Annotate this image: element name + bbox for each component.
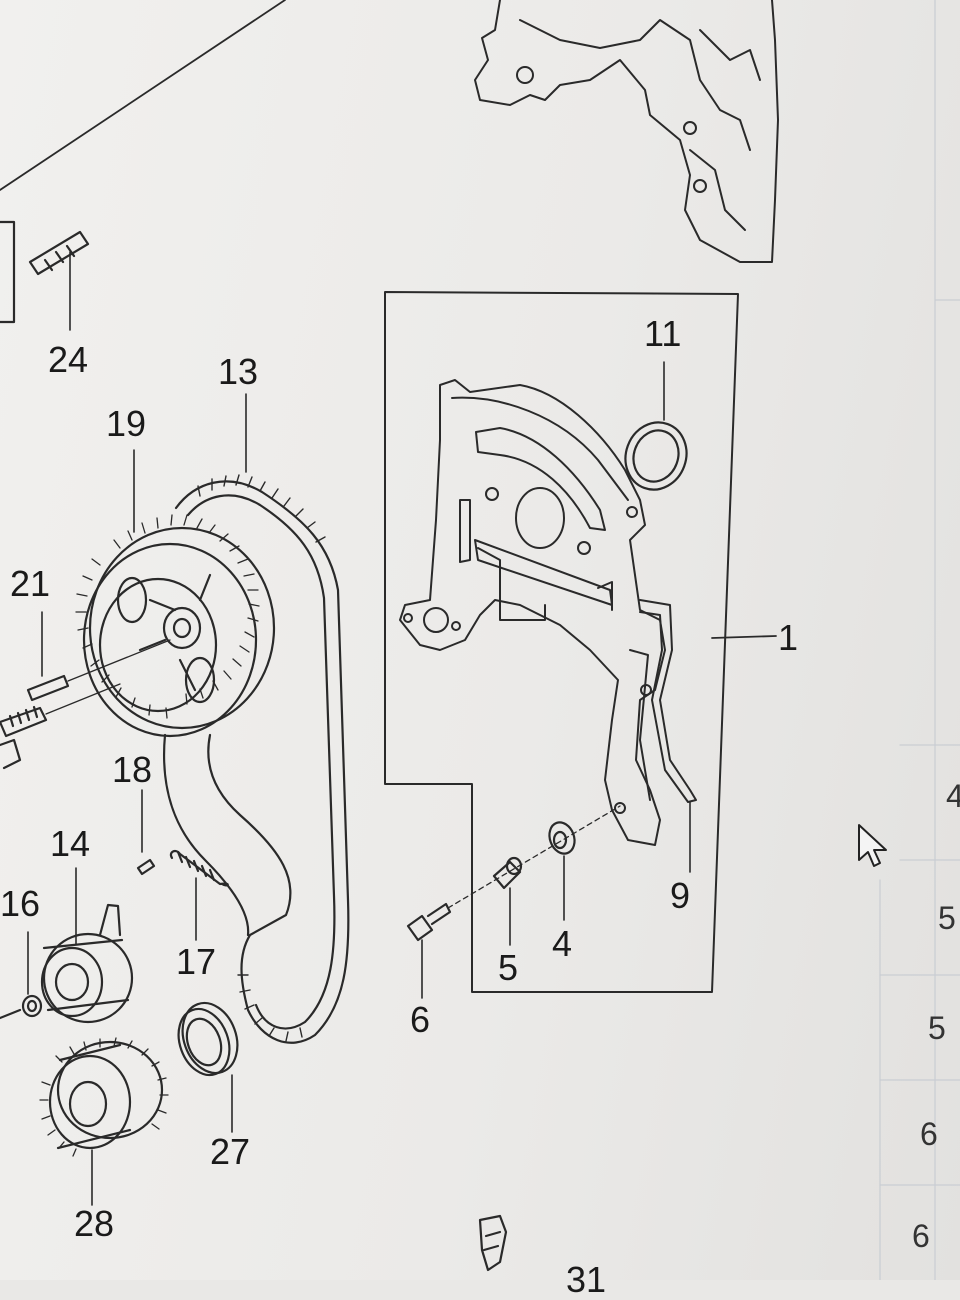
- callout-27: 27: [210, 1131, 251, 1172]
- callout-11: 11: [644, 313, 682, 354]
- side-value-3: 5: [928, 1010, 946, 1046]
- callout-17: 17: [176, 941, 217, 982]
- engine-block-fragment: [474, 0, 779, 263]
- part-16-washer: [0, 931, 43, 1020]
- mouse-pointer-icon: [858, 824, 887, 867]
- callout-4: 4: [552, 923, 573, 964]
- part-21-dowel-pin: [26, 611, 171, 702]
- side-grid: [879, 0, 960, 1280]
- side-value-5: 6: [912, 1218, 930, 1254]
- camshaft-bolt: [0, 683, 121, 770]
- part-5-spacer: [492, 856, 523, 946]
- side-value-4: 6: [920, 1116, 938, 1152]
- callout-19: 19: [106, 403, 147, 444]
- side-value-1: 4: [946, 778, 960, 814]
- callout-1: 1: [778, 617, 799, 658]
- part-1-rear-cover: [399, 379, 697, 873]
- part-27-seal: [177, 1001, 239, 1133]
- side-value-2: 5: [938, 900, 956, 936]
- sprocket-teeth: [75, 514, 260, 719]
- partial-box: [0, 220, 16, 324]
- callout-18: 18: [112, 749, 153, 790]
- part-19-camshaft-sprocket: [82, 449, 276, 738]
- part-18-screw: [136, 789, 156, 876]
- guide-line: [0, 0, 286, 191]
- part-6-bolt: [406, 902, 452, 999]
- part-1-callout-box: [384, 291, 739, 993]
- callout-21: 21: [10, 563, 51, 604]
- part-13-timing-belt: [163, 393, 350, 1044]
- part-11-oring: [624, 361, 688, 491]
- callout-31: 31: [566, 1259, 607, 1300]
- callout-6: 6: [410, 999, 431, 1040]
- part-14-tensioner: [40, 867, 134, 1024]
- belt-teeth: [197, 474, 326, 1042]
- callout-24: 24: [48, 339, 89, 380]
- callout-28: 28: [74, 1203, 115, 1244]
- callout-5: 5: [498, 947, 519, 988]
- part-28-crank-sprocket: [39, 1037, 169, 1206]
- callout-14: 14: [50, 823, 91, 864]
- part-31-fragment: [478, 1214, 508, 1272]
- callout-13: 13: [218, 351, 259, 392]
- part-17-spring: [169, 849, 229, 941]
- callout-16: 16: [0, 883, 41, 924]
- part-24-stud: [28, 230, 90, 331]
- callout-9: 9: [670, 875, 691, 916]
